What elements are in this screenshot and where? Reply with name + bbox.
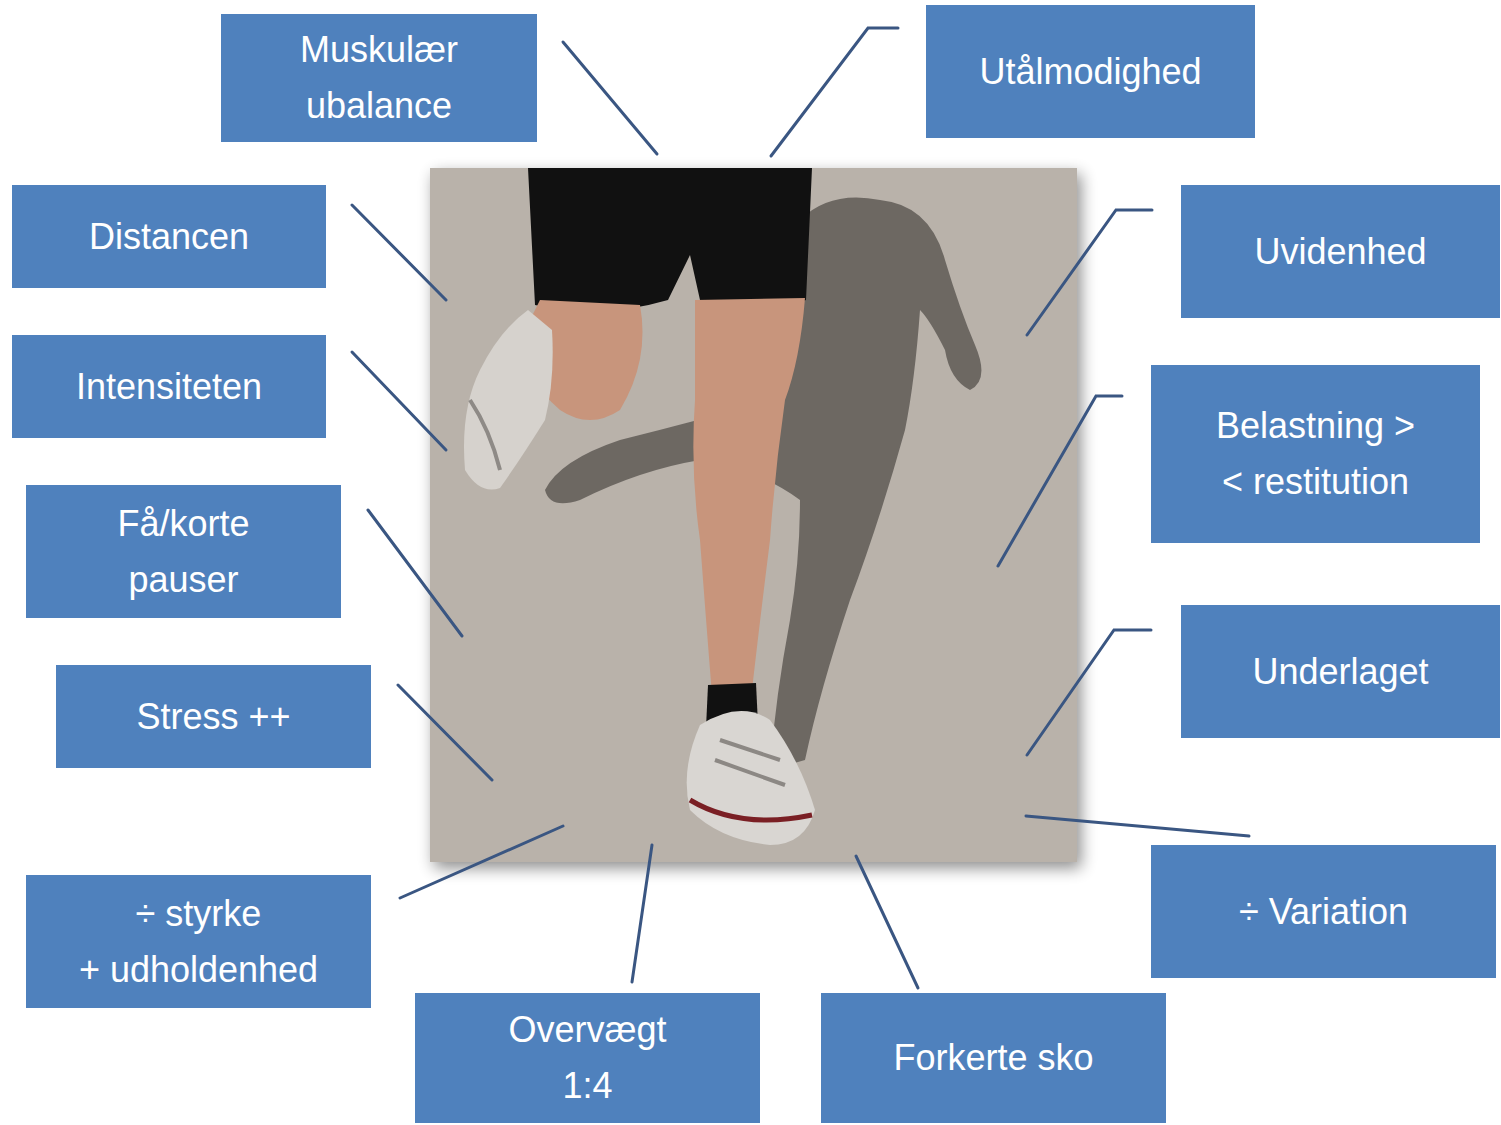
factor-label: Forkerte sko (893, 1030, 1093, 1086)
factor-box: Stress ++ (56, 665, 371, 768)
factor-box: Distancen (12, 185, 326, 288)
factor-box: Belastning >< restitution (1151, 365, 1480, 543)
factor-label: Underlaget (1252, 644, 1428, 700)
factor-label: ÷ styrke + udholdenhed (49, 886, 349, 998)
factor-label: Overvægt 1:4 (488, 1002, 688, 1114)
factor-box: Utålmodighed (926, 5, 1255, 138)
factor-label: Stress ++ (136, 689, 290, 745)
factor-box: Få/korte pauser (26, 485, 341, 618)
photo-content (464, 168, 981, 845)
factor-label: ÷ Variation (1239, 884, 1408, 940)
factor-label: Uvidenhed (1254, 224, 1426, 280)
factor-box: ÷ styrke + udholdenhed (26, 875, 371, 1008)
factor-box: ÷ Variation (1151, 845, 1496, 978)
factor-box: Overvægt 1:4 (415, 993, 760, 1123)
factor-label: Utålmodighed (979, 44, 1201, 100)
factor-label: Distancen (89, 209, 249, 265)
factor-label: Intensiteten (76, 359, 262, 415)
factor-box: Underlaget (1181, 605, 1500, 738)
factor-box: Intensiteten (12, 335, 326, 438)
photo-ground (430, 168, 1077, 862)
leader-lines (352, 28, 1249, 988)
factor-box: Forkerte sko (821, 993, 1166, 1123)
factor-label: Belastning >< restitution (1171, 398, 1461, 510)
factor-box: Uvidenhed (1181, 185, 1500, 318)
factor-box: Muskulær ubalance (221, 14, 537, 142)
factor-label: Muskulær ubalance (264, 22, 494, 134)
factor-label: Få/korte pauser (84, 496, 284, 608)
